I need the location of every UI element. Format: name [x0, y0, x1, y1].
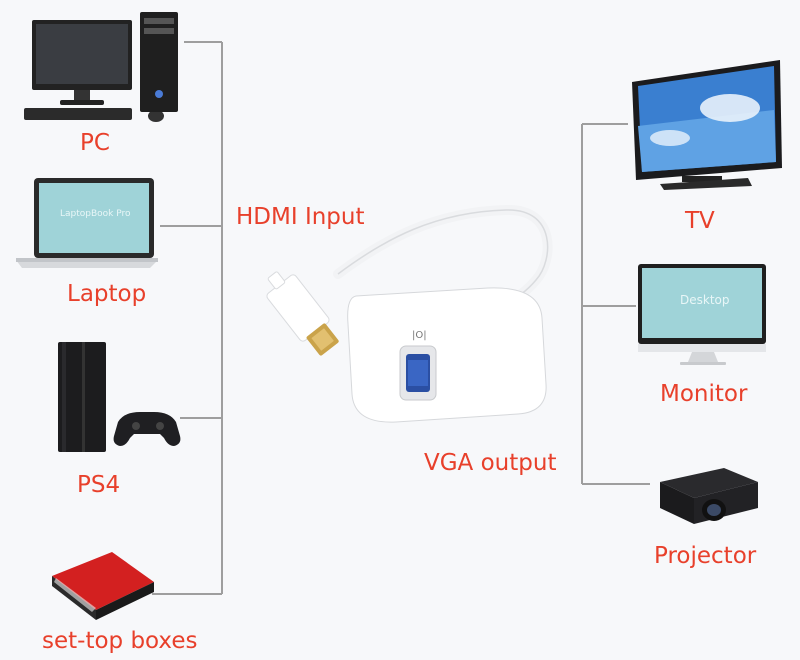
projector-device: [654, 462, 764, 530]
settop-device: [42, 546, 162, 626]
hdmi-vga-adapter: |O|: [236, 200, 566, 440]
monitor-screen-text: Desktop: [680, 293, 730, 307]
pc-device: [22, 8, 192, 126]
pc-label: PC: [80, 130, 110, 156]
vga-output-label: VGA output: [424, 450, 557, 476]
monitor-label: Monitor: [660, 381, 748, 407]
monitor-device: Desktop: [636, 262, 770, 368]
tv-label: TV: [685, 208, 715, 234]
settop-label: set-top boxes: [42, 628, 198, 654]
projector-label: Projector: [654, 543, 757, 569]
ps4-device: [52, 340, 182, 454]
laptop-screen-text: LaptopBook Pro: [60, 209, 131, 219]
hdmi-input-label: HDMI Input: [236, 204, 365, 230]
laptop-label: Laptop: [67, 281, 147, 307]
laptop-device: LaptopBook Pro: [12, 176, 162, 270]
tv-device: [630, 58, 790, 192]
vga-port-icon: |O|: [412, 330, 427, 341]
ps4-label: PS4: [77, 472, 121, 498]
